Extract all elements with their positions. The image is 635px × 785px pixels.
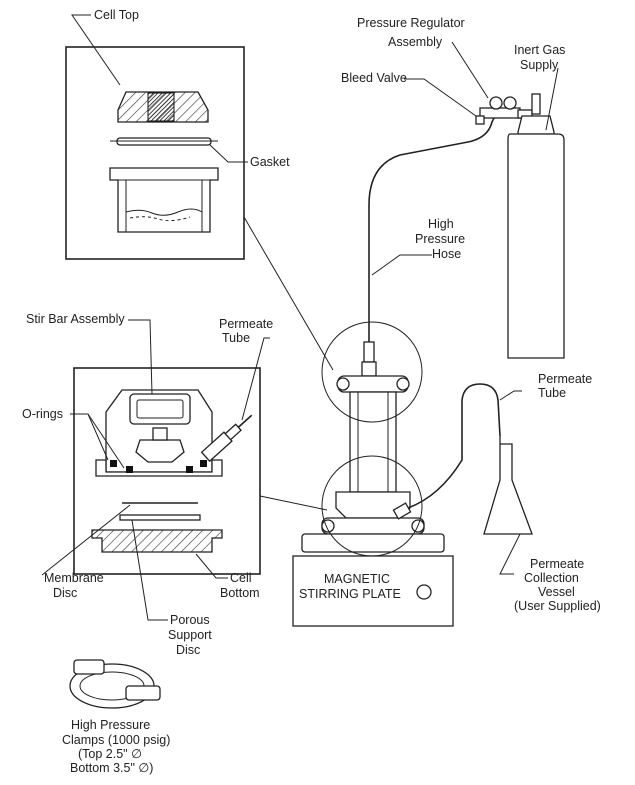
- label-pressure-regulator-2: Assembly: [388, 35, 443, 49]
- label-cell-bottom-1: Cell: [230, 571, 252, 585]
- inert-gas-cylinder: [507, 93, 565, 359]
- label-membrane-1: Membrane: [44, 571, 104, 585]
- label-vessel-3: Vessel: [538, 585, 575, 599]
- high-pressure-clamp: [69, 659, 161, 709]
- stirred-cell-apparatus: [292, 321, 454, 627]
- label-cell-top: Cell Top: [94, 8, 139, 22]
- label-magnetic-2: STIRRING PLATE: [299, 587, 401, 601]
- label-porous-2: Support: [168, 628, 212, 642]
- label-porous-3: Disc: [176, 643, 200, 657]
- label-inert-gas-1: Inert Gas: [514, 43, 565, 57]
- label-permeate-tube-right-2: Tube: [538, 386, 566, 400]
- label-pressure-regulator-1: Pressure Regulator: [357, 16, 465, 30]
- label-permeate-tube-left-2: Tube: [222, 331, 250, 345]
- cell-bottom-detail: [73, 367, 261, 575]
- detail-leader-top: [243, 216, 334, 371]
- label-hose-2: Pressure: [415, 232, 465, 246]
- label-membrane-2: Disc: [53, 586, 77, 600]
- leader-lines: [41, 14, 559, 621]
- label-cell-bottom-2: Bottom: [220, 586, 260, 600]
- permeate-flask: [483, 436, 533, 535]
- label-porous-1: Porous: [170, 613, 210, 627]
- label-gasket: Gasket: [250, 155, 290, 169]
- label-clamps-4: Bottom 3.5" ∅): [70, 761, 153, 775]
- label-inert-gas-2: Supply: [520, 58, 559, 72]
- label-stir-bar: Stir Bar Assembly: [26, 312, 125, 326]
- label-clamps-3: (Top 2.5" ∅: [78, 747, 142, 761]
- label-hose-3: Hose: [432, 247, 461, 261]
- label-clamps-2: Clamps (1000 psig): [62, 733, 170, 747]
- label-magnetic-1: MAGNETIC: [324, 572, 390, 586]
- label-o-rings: O-rings: [22, 407, 63, 421]
- permeate-tube: [407, 383, 501, 509]
- label-bleed-valve: Bleed Valve: [341, 71, 407, 85]
- label-vessel-2: Collection: [524, 571, 579, 585]
- label-permeate-tube-right-1: Permeate: [538, 372, 592, 386]
- label-vessel-1: Permeate: [530, 557, 584, 571]
- label-vessel-4: (User Supplied): [514, 599, 601, 613]
- high-pressure-hose: [368, 117, 495, 342]
- cell-top-detail: [65, 46, 245, 260]
- pressure-regulator: [475, 96, 533, 125]
- label-hose-1: High: [428, 217, 454, 231]
- detail-leader-bottom: [259, 495, 328, 511]
- label-clamps-1: High Pressure: [71, 718, 150, 732]
- label-permeate-tube-left-1: Permeate: [219, 317, 273, 331]
